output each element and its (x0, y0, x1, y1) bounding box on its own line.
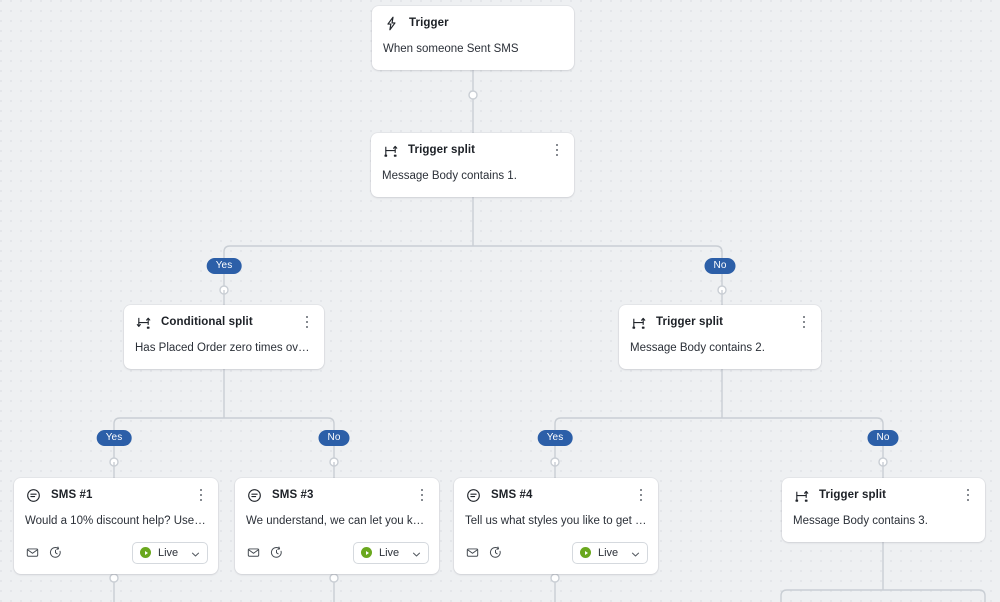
node-description: When someone Sent SMS (383, 43, 519, 55)
wire-conditional-branch-bar (113, 417, 335, 462)
wire-add-node (219, 285, 229, 295)
node-sms-3[interactable]: SMS #3 We understand, we can let you kno… (235, 478, 439, 574)
status-label: Live (598, 546, 619, 559)
node-header: Trigger split (782, 478, 985, 512)
node-description: We understand, we can let you know whe… (246, 515, 439, 527)
node-menu-button[interactable] (634, 486, 648, 504)
node-description: Message Body contains 1. (382, 170, 517, 182)
branch-label-yes-1[interactable]: Yes (206, 258, 242, 274)
node-footer: Live (454, 541, 658, 574)
wire-add-node (109, 457, 119, 467)
node-footer-icons (25, 546, 62, 560)
node-menu-button[interactable] (300, 313, 314, 331)
node-menu-button[interactable] (961, 486, 975, 504)
sms-message-icon (25, 487, 41, 503)
status-dropdown-sms-4[interactable]: Live (572, 541, 648, 564)
branch-label-no-1[interactable]: No (704, 258, 736, 274)
chevron-down-icon (411, 547, 422, 558)
status-dropdown-sms-1[interactable]: Live (132, 541, 208, 564)
clock-arrow-icon[interactable] (269, 546, 283, 560)
node-sms-1[interactable]: SMS #1 Would a 10% discount help? Use co… (14, 478, 218, 574)
wire-add-node (468, 90, 478, 100)
wire-add-node (550, 457, 560, 467)
lightning-bolt-icon (383, 15, 399, 31)
branch-label-yes-2[interactable]: Yes (96, 430, 132, 446)
node-conditional-split-1[interactable]: Conditional split Has Placed Order zero … (124, 305, 324, 369)
branch-label-no-2[interactable]: No (318, 430, 350, 446)
node-header: Trigger split (619, 305, 821, 339)
split-icon (793, 487, 809, 503)
node-trigger-split-2[interactable]: Trigger split Message Body contains 2. (619, 305, 821, 369)
node-title: SMS #1 (51, 489, 93, 501)
node-footer-icons (246, 546, 283, 560)
envelope-icon[interactable] (25, 546, 39, 560)
node-header: Conditional split (124, 305, 324, 339)
wire-split3-branch-bar (780, 589, 986, 602)
wire-add-node (329, 457, 339, 467)
node-description: Message Body contains 3. (793, 515, 928, 527)
clock-arrow-icon[interactable] (488, 546, 502, 560)
node-menu-button[interactable] (415, 486, 429, 504)
node-sms-4[interactable]: SMS #4 Tell us what styles you like to g… (454, 478, 658, 574)
node-trigger-split-1[interactable]: Trigger split Message Body contains 1. (371, 133, 574, 197)
chevron-down-icon (190, 547, 201, 558)
node-menu-button[interactable] (797, 313, 811, 331)
envelope-icon[interactable] (465, 546, 479, 560)
wire-add-node (109, 573, 119, 583)
node-header: SMS #1 (14, 478, 218, 512)
node-footer: Live (235, 541, 439, 574)
node-trigger[interactable]: Trigger When someone Sent SMS (372, 6, 574, 70)
node-title: SMS #3 (272, 489, 314, 501)
wire-add-node (878, 457, 888, 467)
node-description: Message Body contains 2. (630, 342, 765, 354)
node-title: Trigger (409, 17, 449, 29)
sms-message-icon (246, 487, 262, 503)
node-header: SMS #3 (235, 478, 439, 512)
node-header: Trigger split (371, 133, 574, 167)
sms-message-icon (465, 487, 481, 503)
envelope-icon[interactable] (246, 546, 260, 560)
play-circle-icon (140, 547, 151, 559)
node-title: Trigger split (819, 489, 887, 501)
conditional-split-icon (135, 314, 151, 330)
node-title: Trigger split (408, 144, 476, 156)
node-footer-icons (465, 546, 502, 560)
node-description: Would a 10% discount help? Use code G… (25, 515, 218, 527)
node-description: Has Placed Order zero times over all tim… (135, 342, 324, 354)
status-label: Live (158, 546, 179, 559)
split-icon (630, 314, 646, 330)
play-circle-icon (361, 547, 372, 559)
node-description: Tell us what styles you like to get cust… (465, 515, 658, 527)
status-dropdown-sms-3[interactable]: Live (353, 541, 429, 564)
clock-arrow-icon[interactable] (48, 546, 62, 560)
node-menu-button[interactable] (194, 486, 208, 504)
node-header: SMS #4 (454, 478, 658, 512)
branch-label-no-3[interactable]: No (867, 430, 899, 446)
node-header: Trigger (372, 6, 574, 40)
node-footer: Live (14, 541, 218, 574)
play-circle-icon (580, 547, 591, 559)
branch-label-yes-3[interactable]: Yes (537, 430, 573, 446)
chevron-down-icon (630, 547, 641, 558)
split-icon (382, 142, 398, 158)
wire-split1-branch-bar (223, 245, 723, 290)
wire-add-node (717, 285, 727, 295)
wire-add-node (550, 573, 560, 583)
node-menu-button[interactable] (550, 141, 564, 159)
wire-split2-branch-bar (554, 417, 884, 462)
status-label: Live (379, 546, 400, 559)
wire-add-node (329, 573, 339, 583)
node-title: SMS #4 (491, 489, 533, 501)
node-title: Conditional split (161, 316, 253, 328)
node-title: Trigger split (656, 316, 724, 328)
node-trigger-split-3[interactable]: Trigger split Message Body contains 3. (782, 478, 985, 542)
